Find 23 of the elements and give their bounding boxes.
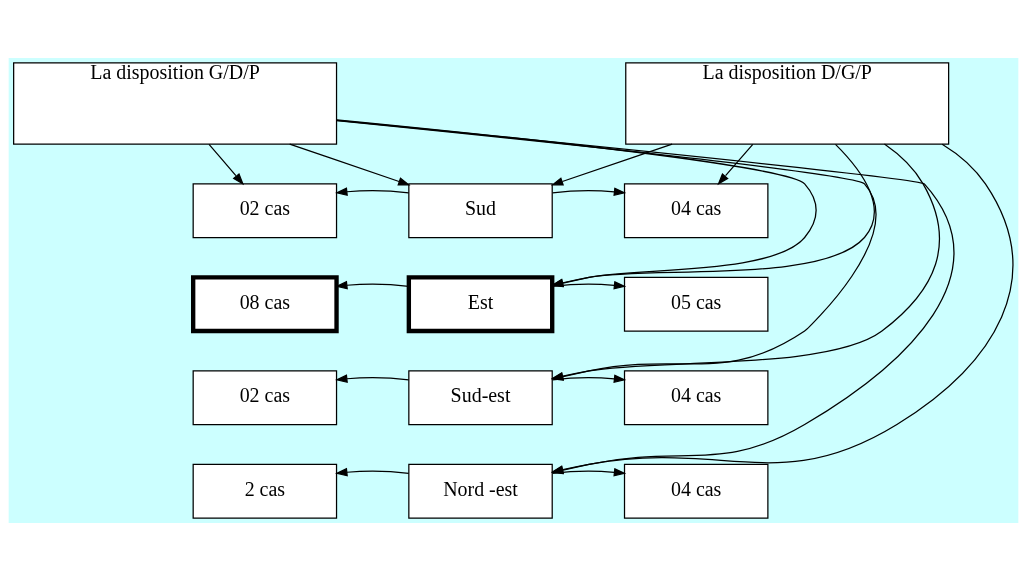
node-box: 08 cas <box>191 274 339 333</box>
arrow <box>208 143 245 185</box>
node-box: La disposition D/G/P <box>625 61 950 145</box>
arrow <box>335 280 410 290</box>
arrow <box>335 186 410 196</box>
node-box: 02 cas <box>192 369 338 425</box>
node-box: Sud-est <box>408 369 553 425</box>
node-box: La disposition G/D/P <box>13 61 338 145</box>
arrow <box>289 142 411 186</box>
node-box: 04 cas <box>623 369 769 425</box>
arrow <box>550 142 673 186</box>
node-box: 05 cas <box>623 276 769 332</box>
node-box: Est <box>406 274 555 333</box>
arrow <box>335 467 410 477</box>
node-box: 04 cas <box>623 182 769 238</box>
node-box: Sud <box>408 182 553 238</box>
node-box: 02 cas <box>192 182 338 238</box>
arrow <box>335 373 410 383</box>
node-box: 2 cas <box>192 463 338 519</box>
node-box: Nord -est <box>408 463 553 519</box>
arrow <box>551 186 627 196</box>
arrow <box>717 143 754 185</box>
node-box: 04 cas <box>623 463 769 519</box>
